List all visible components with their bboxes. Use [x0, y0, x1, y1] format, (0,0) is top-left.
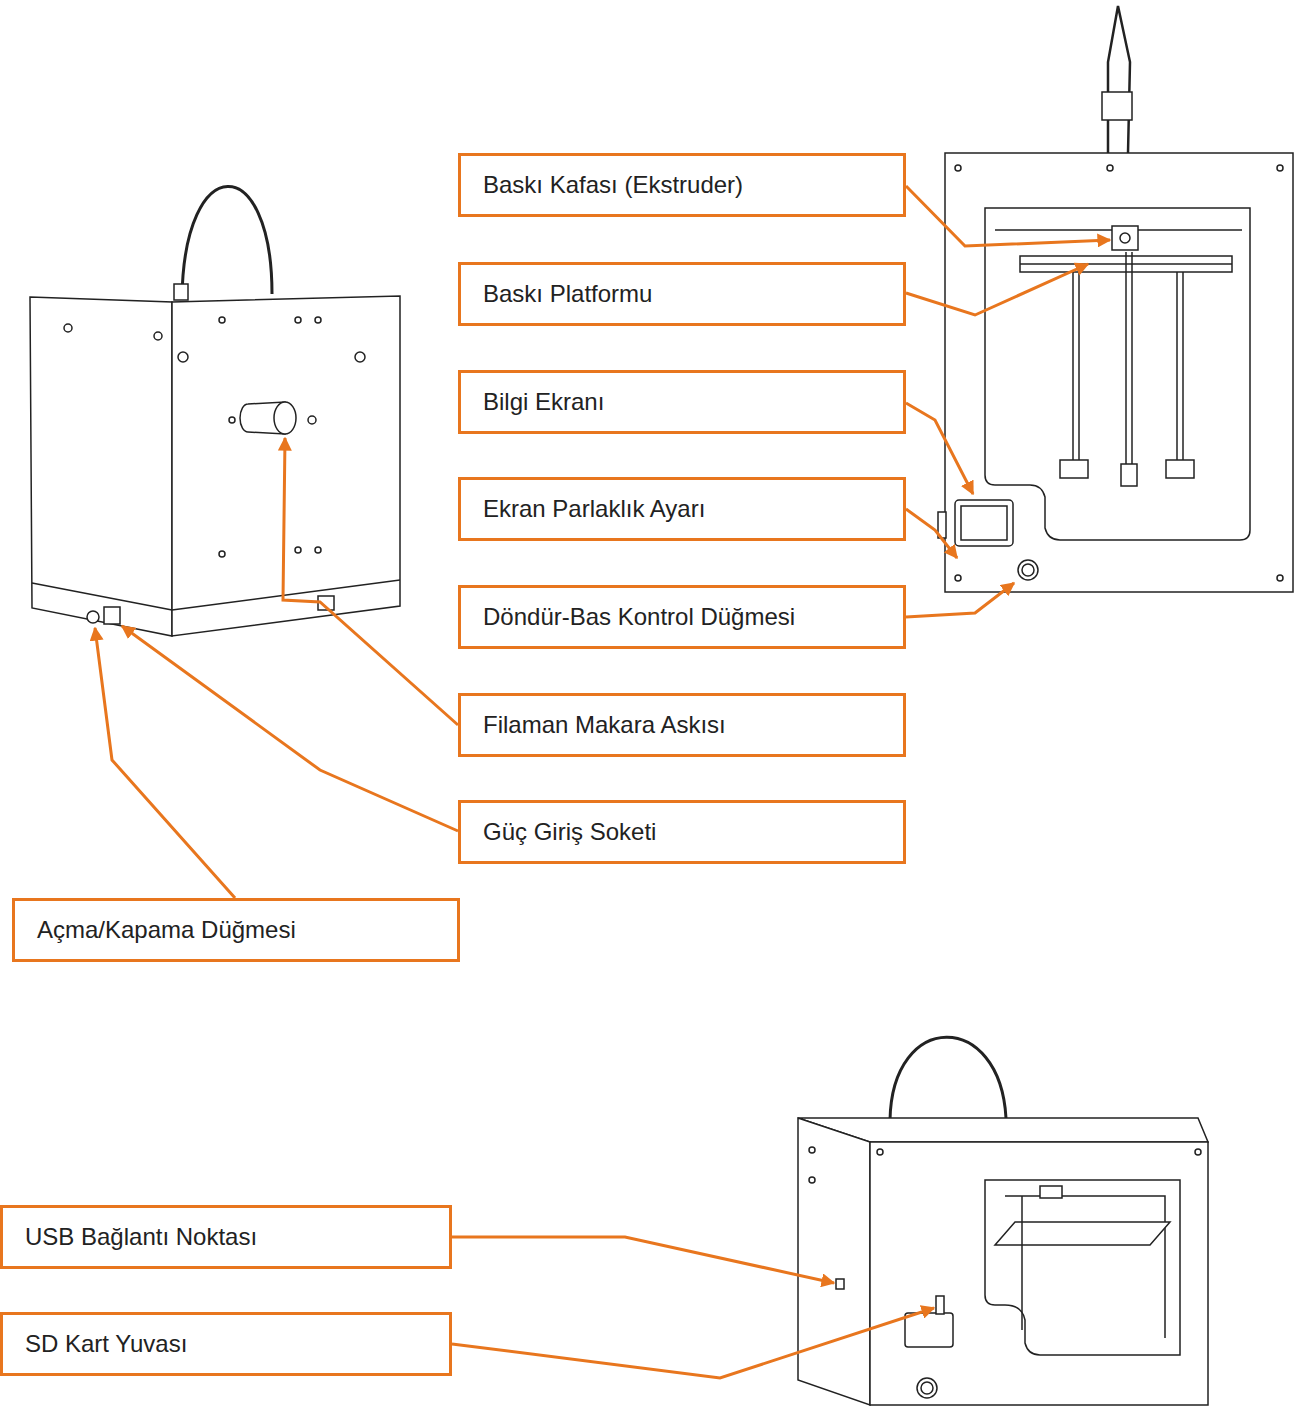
- rear-view-printer: [30, 186, 400, 636]
- filament-tube: [890, 1037, 1006, 1120]
- part-label: USB Bağlantı Noktası: [25, 1223, 257, 1252]
- hole: [154, 332, 162, 340]
- leader-line: [122, 626, 458, 831]
- label-box: Açma/Kapama Düğmesi: [12, 898, 460, 962]
- rod-block: [1166, 460, 1194, 478]
- knob-cap: [921, 1382, 933, 1394]
- screw: [1277, 165, 1283, 171]
- leader-line: [95, 628, 235, 898]
- hole: [308, 416, 316, 424]
- filament-tube: [1108, 6, 1130, 153]
- label-box: Bilgi Ekranı: [458, 370, 906, 434]
- inner-frame: [1005, 1196, 1165, 1338]
- screw: [955, 165, 961, 171]
- hole: [355, 352, 365, 362]
- hole: [315, 547, 321, 553]
- extruder: [1112, 226, 1138, 250]
- screen-glass: [961, 506, 1007, 540]
- front-view-printer: [938, 6, 1293, 592]
- nozzle: [1120, 233, 1130, 243]
- hole: [295, 317, 301, 323]
- tube-bracket: [174, 284, 188, 300]
- rod: [1072, 272, 1074, 462]
- side-view-printer: [798, 1037, 1208, 1405]
- leader-line: [906, 509, 957, 558]
- part-label: Bilgi Ekranı: [483, 388, 604, 417]
- screw: [1107, 165, 1113, 171]
- hole: [178, 352, 188, 362]
- spool-holder-end: [274, 402, 296, 434]
- front-face: [870, 1142, 1208, 1405]
- extruder: [1040, 1186, 1062, 1198]
- front-frame: [945, 153, 1293, 592]
- knob: [917, 1378, 937, 1398]
- screw: [1195, 1149, 1201, 1155]
- side-face: [30, 297, 172, 636]
- label-box: Döndür-Bas Kontrol Düğmesi: [458, 585, 906, 649]
- leader-line: [906, 403, 973, 494]
- screw: [1277, 575, 1283, 581]
- sd-slot: [936, 1296, 944, 1314]
- label-box: Ekran Parlaklık Ayarı: [458, 477, 906, 541]
- leader-line: [906, 264, 1088, 315]
- usb-port: [836, 1279, 844, 1289]
- hole: [219, 551, 225, 557]
- hole: [295, 547, 301, 553]
- leader-line: [452, 1308, 934, 1378]
- label-box: Filaman Makara Askısı: [458, 693, 906, 757]
- hole: [219, 317, 225, 323]
- power-button: [87, 611, 99, 623]
- screen: [955, 500, 1013, 546]
- base-line: [32, 583, 172, 610]
- leader-lines: [95, 186, 1110, 1378]
- screw: [877, 1149, 883, 1155]
- rod: [1125, 252, 1127, 466]
- part-label: Döndür-Bas Kontrol Düğmesi: [483, 603, 795, 632]
- leader-line: [452, 1237, 834, 1283]
- hole: [315, 317, 321, 323]
- hole: [809, 1147, 815, 1153]
- part-label: Açma/Kapama Düğmesi: [37, 916, 296, 945]
- part-label: SD Kart Yuvası: [25, 1330, 187, 1359]
- leader-line: [283, 438, 458, 725]
- hole: [809, 1177, 815, 1183]
- rod: [1182, 272, 1184, 462]
- knob-cap: [1022, 564, 1034, 576]
- leader-line: [906, 186, 1110, 246]
- label-box: USB Bağlantı Noktası: [0, 1205, 452, 1269]
- hole: [64, 324, 72, 332]
- label-box: Güç Giriş Soketi: [458, 800, 906, 864]
- screen: [905, 1313, 953, 1347]
- rod: [1176, 272, 1178, 462]
- leader-line: [906, 583, 1014, 617]
- side-face: [798, 1118, 870, 1405]
- label-box: SD Kart Yuvası: [0, 1312, 452, 1376]
- power-socket: [104, 607, 120, 624]
- rod: [1021, 1196, 1023, 1330]
- label-box: Baskı Platformu: [458, 262, 906, 326]
- screw: [955, 575, 961, 581]
- front-opening: [985, 208, 1250, 540]
- rod-block: [1060, 460, 1088, 478]
- part-label: Baskı Platformu: [483, 280, 652, 309]
- base-line: [172, 580, 400, 610]
- front-opening: [985, 1180, 1180, 1355]
- rod: [1078, 272, 1080, 462]
- part-label: Güç Giriş Soketi: [483, 818, 656, 847]
- part-label: Ekran Parlaklık Ayarı: [483, 495, 705, 524]
- part-label: Baskı Kafası (Ekstruder): [483, 171, 743, 200]
- part-label: Filaman Makara Askısı: [483, 711, 726, 740]
- lead-nut: [1121, 464, 1137, 486]
- rod: [1131, 252, 1133, 466]
- knob: [1018, 560, 1038, 580]
- hole: [229, 417, 235, 423]
- filament-tube: [182, 186, 272, 298]
- label-box: Baskı Kafası (Ekstruder): [458, 153, 906, 217]
- tube-bracket: [1102, 92, 1132, 120]
